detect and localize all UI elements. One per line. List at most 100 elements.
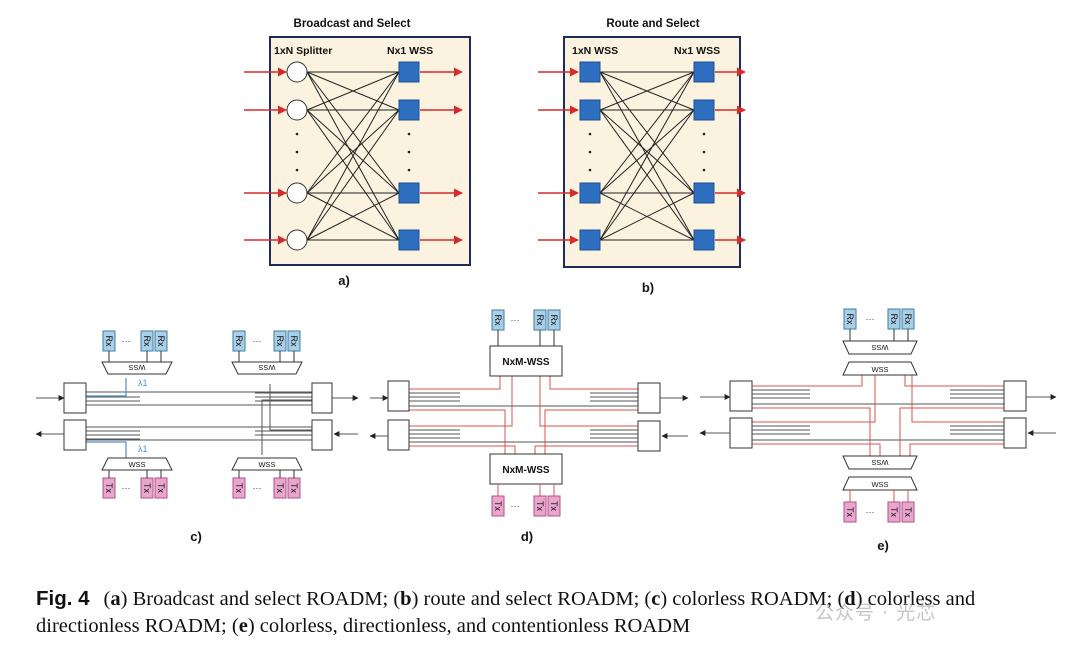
caption-d: d xyxy=(844,588,856,610)
wss-block xyxy=(693,182,715,204)
wss-block xyxy=(693,99,715,121)
mesh-link xyxy=(599,109,695,194)
panel-a-right-label: Nx1 WSS xyxy=(387,45,433,57)
panel-e-wss-add-lower xyxy=(842,476,918,491)
ellipsis-dot xyxy=(407,150,411,154)
panel-e-wss-drop-lower xyxy=(842,361,918,376)
splitter-circle xyxy=(286,229,308,251)
panel-c-degree-box xyxy=(63,419,87,451)
ellipsis: ··· xyxy=(866,314,875,324)
tx-label: Tx xyxy=(142,483,152,493)
panel-d-degree-box xyxy=(637,382,661,414)
ellipsis: ··· xyxy=(253,336,262,346)
panel-a-red-arrows xyxy=(244,67,463,245)
wss-block xyxy=(579,99,601,121)
panel-c-degree-box xyxy=(63,382,87,414)
wss-block xyxy=(579,229,601,251)
panel-e-tag: e) xyxy=(877,538,889,553)
mesh-link xyxy=(306,109,400,194)
panel-b-input-wss-blocks xyxy=(579,61,601,251)
ellipsis: ··· xyxy=(866,507,875,517)
panel-c-lambda-bottom: λ1 xyxy=(138,444,148,454)
rx-label: Rx xyxy=(535,315,545,326)
ellipsis: ··· xyxy=(122,336,131,346)
mesh-link xyxy=(599,71,695,111)
mesh-link xyxy=(306,192,400,241)
panel-b-tag: b) xyxy=(642,280,654,295)
mesh-link xyxy=(599,109,695,241)
rx-label: Rx xyxy=(104,336,114,347)
panel-e-degree-box xyxy=(729,380,753,412)
splitter-circle xyxy=(286,99,308,121)
wss-block xyxy=(398,182,420,204)
panel-d-degree-box xyxy=(387,380,410,412)
panel-c-lambda-taps xyxy=(86,378,127,458)
splitter-circle xyxy=(286,61,308,83)
panel-e-wss-label: WSS xyxy=(871,365,888,374)
tx-label: Tx xyxy=(275,483,285,493)
ellipsis-dot xyxy=(588,168,592,172)
panel-b-right-label: Nx1 WSS xyxy=(674,45,720,57)
tx-label: Tx xyxy=(889,507,899,517)
mesh-link xyxy=(599,71,695,194)
ellipsis: ··· xyxy=(511,501,520,511)
wss-block xyxy=(579,61,601,83)
wss-block xyxy=(398,229,420,251)
panel-e-wss-label: WSS xyxy=(871,480,888,489)
mesh-link xyxy=(306,71,400,241)
panel-a-title: Broadcast and Select xyxy=(294,18,411,30)
mesh-link xyxy=(599,192,695,241)
caption-b: b xyxy=(400,588,412,610)
panel-c-wss-label: WSS xyxy=(128,363,145,372)
ellipsis-dot xyxy=(702,150,706,154)
panel-d-fibers xyxy=(369,392,689,443)
mesh-link xyxy=(306,71,400,194)
panel-b-red-arrows xyxy=(538,67,746,245)
roadm-architecture-figure: Broadcast and Select 1xN Splitter Nx1 WS… xyxy=(35,18,1057,553)
panel-d-degree-box xyxy=(637,420,661,452)
panel-e-wss-label: WSS xyxy=(871,458,888,467)
panel-d-nxm-wss-bottom xyxy=(489,453,563,485)
panel-d-nxm-wss-top-label: NxM-WSS xyxy=(502,357,550,368)
panel-e-fibers xyxy=(699,389,1057,441)
panel-c-tag: c) xyxy=(190,529,202,544)
panel-c-lambda-top: λ1 xyxy=(138,378,148,388)
caption-a: a xyxy=(110,588,121,610)
rx-label: Rx xyxy=(845,314,855,325)
panel-c-wss-label: WSS xyxy=(258,363,275,372)
wss-block xyxy=(398,99,420,121)
tx-label: Tx xyxy=(104,483,114,493)
rx-label: Rx xyxy=(156,336,166,347)
ellipsis: ··· xyxy=(511,315,520,325)
caption-e-text: ) colorless, directionless, and contenti… xyxy=(247,615,691,637)
panel-b-output-wss-blocks xyxy=(693,61,715,251)
ellipsis-dot xyxy=(588,150,592,154)
splitter-circle xyxy=(286,182,308,204)
caption-c: c xyxy=(651,588,661,610)
panel-c-wss-bottom-right xyxy=(231,457,303,471)
mesh-link xyxy=(599,71,695,241)
panel-a-wss-blocks xyxy=(398,61,420,251)
caption-e: e xyxy=(238,615,248,637)
panel-e-wss-add-upper xyxy=(842,455,918,470)
tx-label: Tx xyxy=(234,483,244,493)
panel-e-wss-drop-upper xyxy=(842,340,918,355)
tx-label: Tx xyxy=(549,501,559,511)
ellipsis-dot xyxy=(407,168,411,172)
panel-e-degree-box xyxy=(1003,417,1027,449)
panel-d-degree-box xyxy=(387,419,410,451)
ellipsis-dot xyxy=(407,132,411,136)
panel-a-crossconnect-mesh xyxy=(306,71,400,241)
panel-d-add-drop-red-paths xyxy=(409,376,638,454)
mesh-link xyxy=(306,71,400,111)
rx-label: Rx xyxy=(889,314,899,325)
panel-e-add-drop-red-paths xyxy=(752,375,1004,456)
panel-c-degree-box xyxy=(311,382,333,414)
panel-c-wss-label: WSS xyxy=(128,460,145,469)
caption-c-text: ) colorless ROADM; ( xyxy=(660,588,845,610)
